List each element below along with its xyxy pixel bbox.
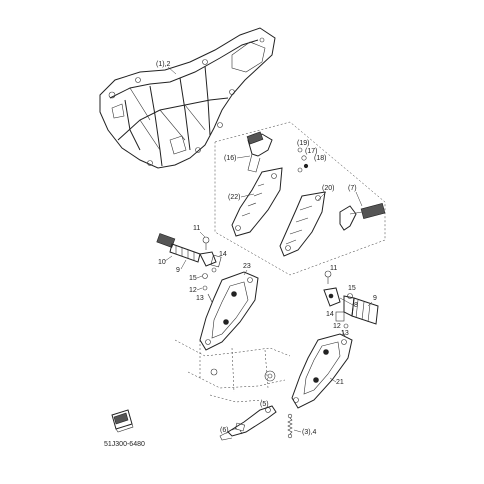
label-11-left: 11 [193,225,200,232]
part-bracket-8 [323,287,341,307]
label-10: 10 [158,259,166,266]
label-9-left: 9 [176,267,180,274]
part-pin-13-right [341,329,346,337]
label-11-right: 11 [330,265,337,272]
label-18: (18) [314,155,326,162]
label-22: (22) [228,194,240,201]
lower-frame-phantom [174,339,291,403]
part-plate-21 [291,333,353,409]
part-bracket-16 [246,131,273,173]
part-footrest-7 [339,202,386,231]
label-15-right: 15 [348,285,356,292]
label-3-4: (3),4 [302,429,317,436]
label-14-right: 14 [326,311,334,318]
part-footrest-right-9 [343,295,379,325]
frame-assembly [99,27,276,169]
label-12-left: 12 [189,287,197,294]
label-8: 8 [354,302,358,309]
part-bolt-11-right [324,270,332,284]
label-12-right: 12 [333,323,341,330]
optional-parts-box [214,121,386,276]
label-19: (19) [297,140,309,147]
diagram-code: 51J300-6480 [104,441,145,448]
part-bolt-6 [234,422,246,435]
part-plate-23 [199,271,259,351]
label-9-right: 9 [373,295,377,302]
part-spring-3-4 [287,413,293,439]
part-pivot-14-right [335,311,345,322]
part-bolt-11-left [202,236,210,250]
part-plate-20 [279,191,326,257]
book-icon [111,409,134,433]
label-14-left: 14 [219,251,227,258]
part-pivot-14-left [210,254,222,273]
part-fasteners-17-19 [297,147,309,173]
part-pin-13-left [207,293,213,303]
label-6-bottom: (6) [220,427,229,434]
label-17: (17) [305,148,317,155]
part-washer-15-left [202,273,208,279]
part-washer-15-right [347,293,353,299]
label-13-right: 13 [341,330,349,337]
part-plate-22 [231,167,283,237]
part-washer-12-left [202,285,208,291]
label-frame: (1),2 [156,61,171,68]
label-23: 23 [243,263,251,270]
label-13-left: 13 [196,295,204,302]
label-20: (20) [322,185,334,192]
part-washer-12-right [343,323,349,329]
label-15-left: 15 [189,275,197,282]
part-footrest-left-9 [156,233,217,267]
label-7: (7) [348,185,357,192]
label-16-top: (16) [224,155,236,162]
label-5: (5) [260,401,269,408]
label-21: 21 [336,379,344,386]
part-sidestand-5 [219,405,277,441]
